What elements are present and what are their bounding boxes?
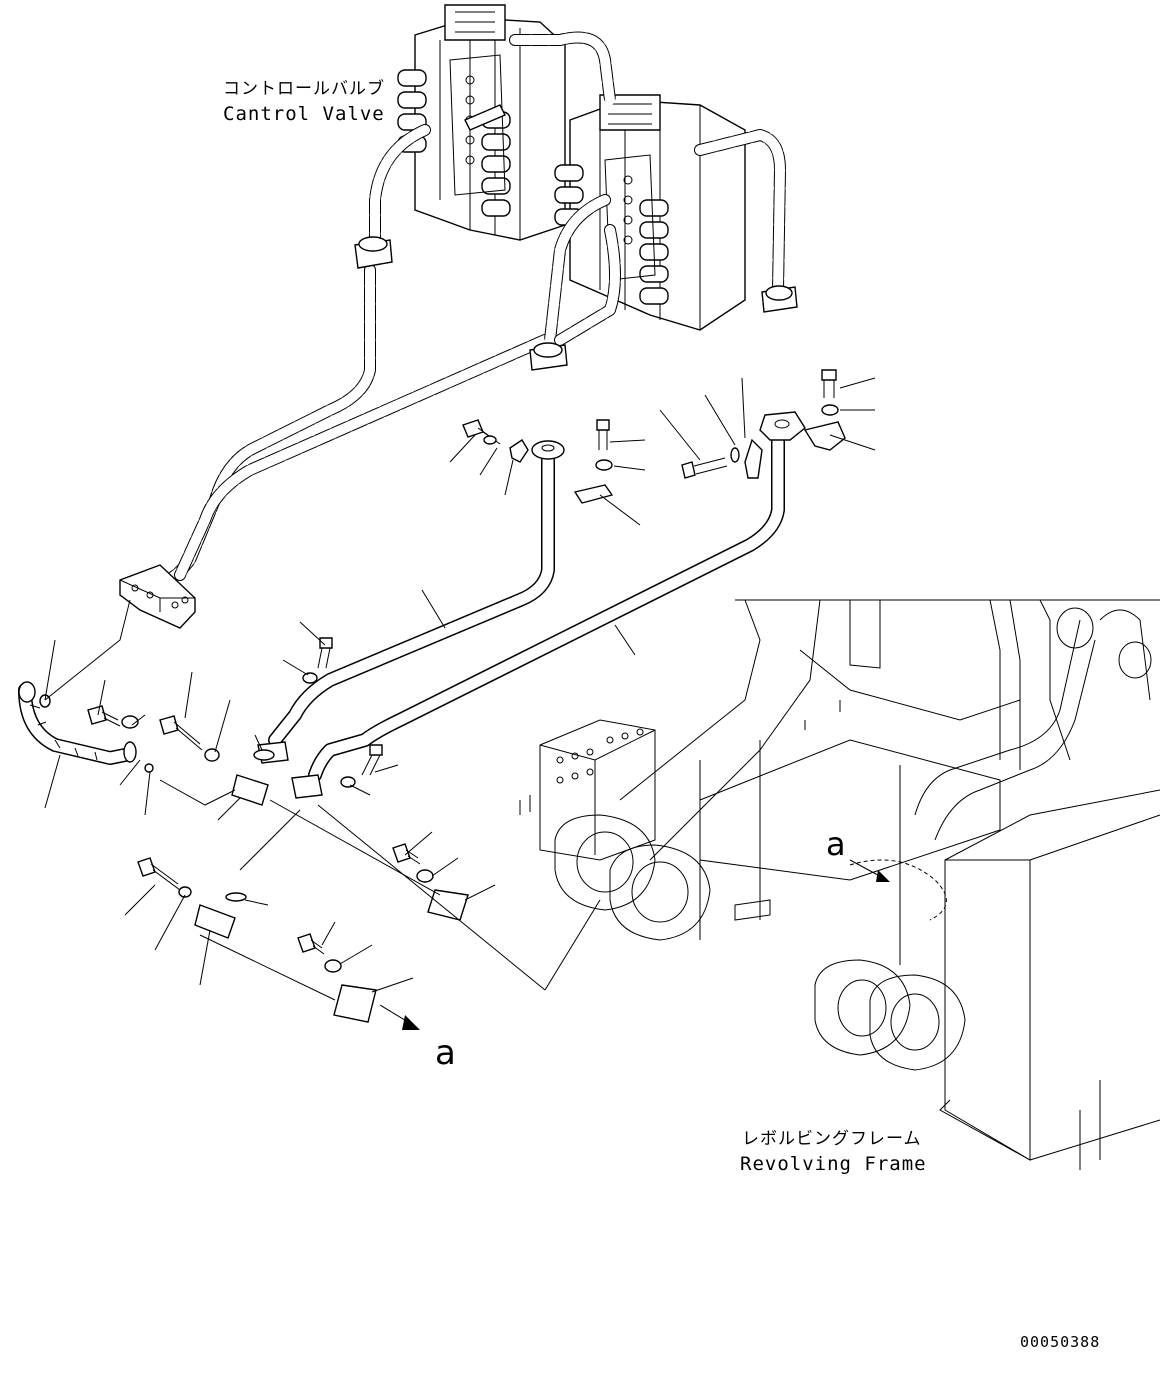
revolving-frame-label-jp: レボルビングフレーム [742, 1129, 922, 1149]
drawing-number: 00050388 [1020, 1333, 1101, 1351]
revolving-frame-label-en: Revolving Frame [740, 1153, 927, 1175]
view-arrow-icon [379, 859, 947, 1030]
view-marker-bottom: a [435, 1033, 456, 1073]
pipe-clamp-icon [354, 236, 798, 371]
pipe-assembly [268, 433, 785, 782]
revolving-frame-icon [519, 599, 1161, 1170]
hose-icon [18, 681, 137, 765]
control-valve-label-en: Cantrol Valve [223, 103, 385, 125]
manifold-block-icon [119, 564, 196, 629]
leader-lines [44, 377, 876, 1001]
pin-icon [464, 104, 506, 131]
bolt-icon [39, 369, 846, 1023]
control-valve-icon [397, 4, 566, 241]
existing-pipe-lines [149, 31, 786, 591]
view-marker-top: a [826, 825, 846, 863]
control-valve-label-jp: コントロールバルブ [223, 79, 385, 99]
